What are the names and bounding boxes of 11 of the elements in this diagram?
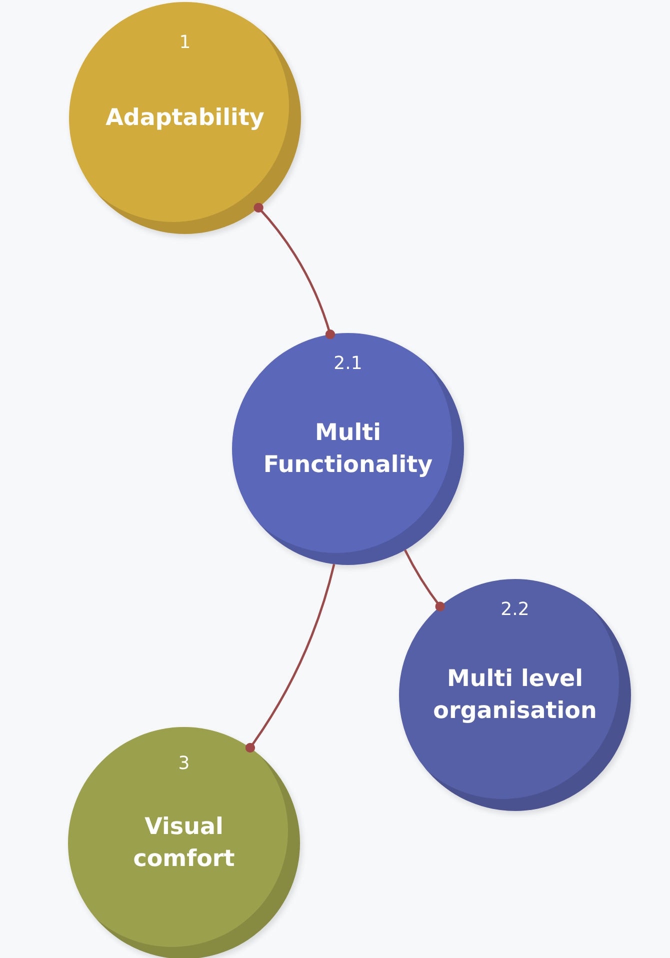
node-number: 2.2 <box>500 599 530 620</box>
node-title: Multi Functionality <box>262 418 434 480</box>
node-title: Visual comfort <box>132 812 236 874</box>
node-number: 1 <box>179 32 191 53</box>
node-title: Adaptability <box>106 104 264 133</box>
node-number: 2.1 <box>334 353 362 374</box>
connector-line <box>254 202 336 340</box>
node-title: Multi level organisation <box>432 664 598 726</box>
connector-line <box>245 564 336 753</box>
node-number: 3 <box>178 753 190 774</box>
connector-line <box>404 550 445 612</box>
